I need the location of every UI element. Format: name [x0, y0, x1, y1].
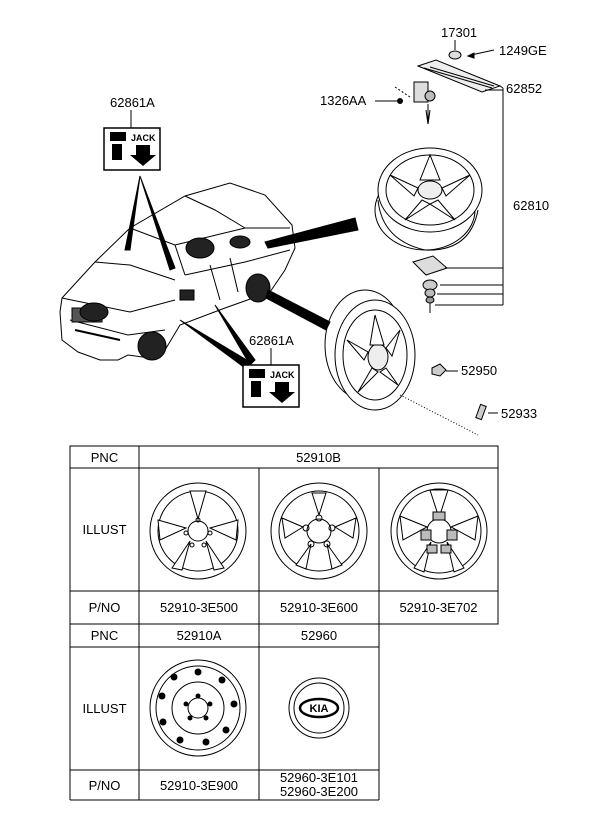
bolt-1249ge	[466, 49, 495, 59]
wheel-52910-3e600	[270, 482, 368, 580]
table1-pnc-label: PNC	[90, 449, 119, 465]
callout-62861a-top: 62861A	[110, 95, 155, 110]
table2-pnc-b: 52960	[300, 628, 338, 643]
jack-text-top: JACK	[131, 133, 156, 143]
table-1-grid	[69, 445, 499, 625]
wheel-52910-3e702	[390, 482, 488, 580]
bracket-62852	[416, 59, 504, 93]
valve-52933	[399, 394, 498, 436]
carrier-1326aa	[375, 81, 436, 125]
table1-part-2: 52910-3E600	[279, 600, 359, 615]
vehicle	[59, 182, 296, 361]
kia-logo-text: KIA	[310, 703, 329, 715]
wheel-52910-3e500	[149, 482, 247, 580]
table2-part-b-line1: 52960-3E101	[279, 770, 359, 785]
jack-label-top: JACK	[103, 127, 161, 171]
table2-part-a: 52910-3E900	[159, 777, 239, 793]
table1-illust-label: ILLUST	[82, 522, 127, 537]
callout-52933: 52933	[501, 406, 538, 421]
table2-illust-label: ILLUST	[82, 701, 127, 716]
nut-17301	[448, 40, 462, 60]
jack-text-bottom: JACK	[270, 370, 295, 380]
table2-part-b-line2: 52960-3E200	[279, 784, 359, 799]
road-wheel	[324, 289, 416, 411]
steel-wheel-52910-3e900	[149, 659, 247, 757]
callout-52950: 52950	[461, 363, 498, 378]
wheel-nut-52950	[431, 363, 458, 377]
callout-62861a-bottom: 62861A	[249, 333, 294, 348]
lock-bracket	[412, 255, 448, 313]
spare-wheel	[374, 147, 483, 251]
table1-pnc-value: 52910B	[296, 449, 341, 465]
callout-17301: 17301	[441, 25, 478, 40]
callout-1326aa: 1326AA	[320, 93, 367, 108]
callout-62810: 62810	[513, 198, 550, 213]
table1-pno-label: P/NO	[88, 600, 121, 615]
callout-1249ge: 1249GE	[499, 43, 547, 58]
table2-pno-label: P/NO	[88, 777, 121, 793]
table1-part-1: 52910-3E500	[159, 600, 239, 615]
table1-part-3: 52910-3E702	[399, 600, 478, 615]
jack-label-bottom: JACK	[242, 364, 300, 408]
callout-62852: 62852	[506, 81, 543, 96]
table-2-grid	[69, 624, 380, 801]
table2-pnc-label: PNC	[90, 628, 119, 643]
table2-part-b: 52960-3E101 52960-3E200	[259, 770, 379, 800]
kia-hub-cap-52960: KIA	[288, 677, 350, 739]
table2-pnc-a: 52910A	[176, 628, 222, 643]
